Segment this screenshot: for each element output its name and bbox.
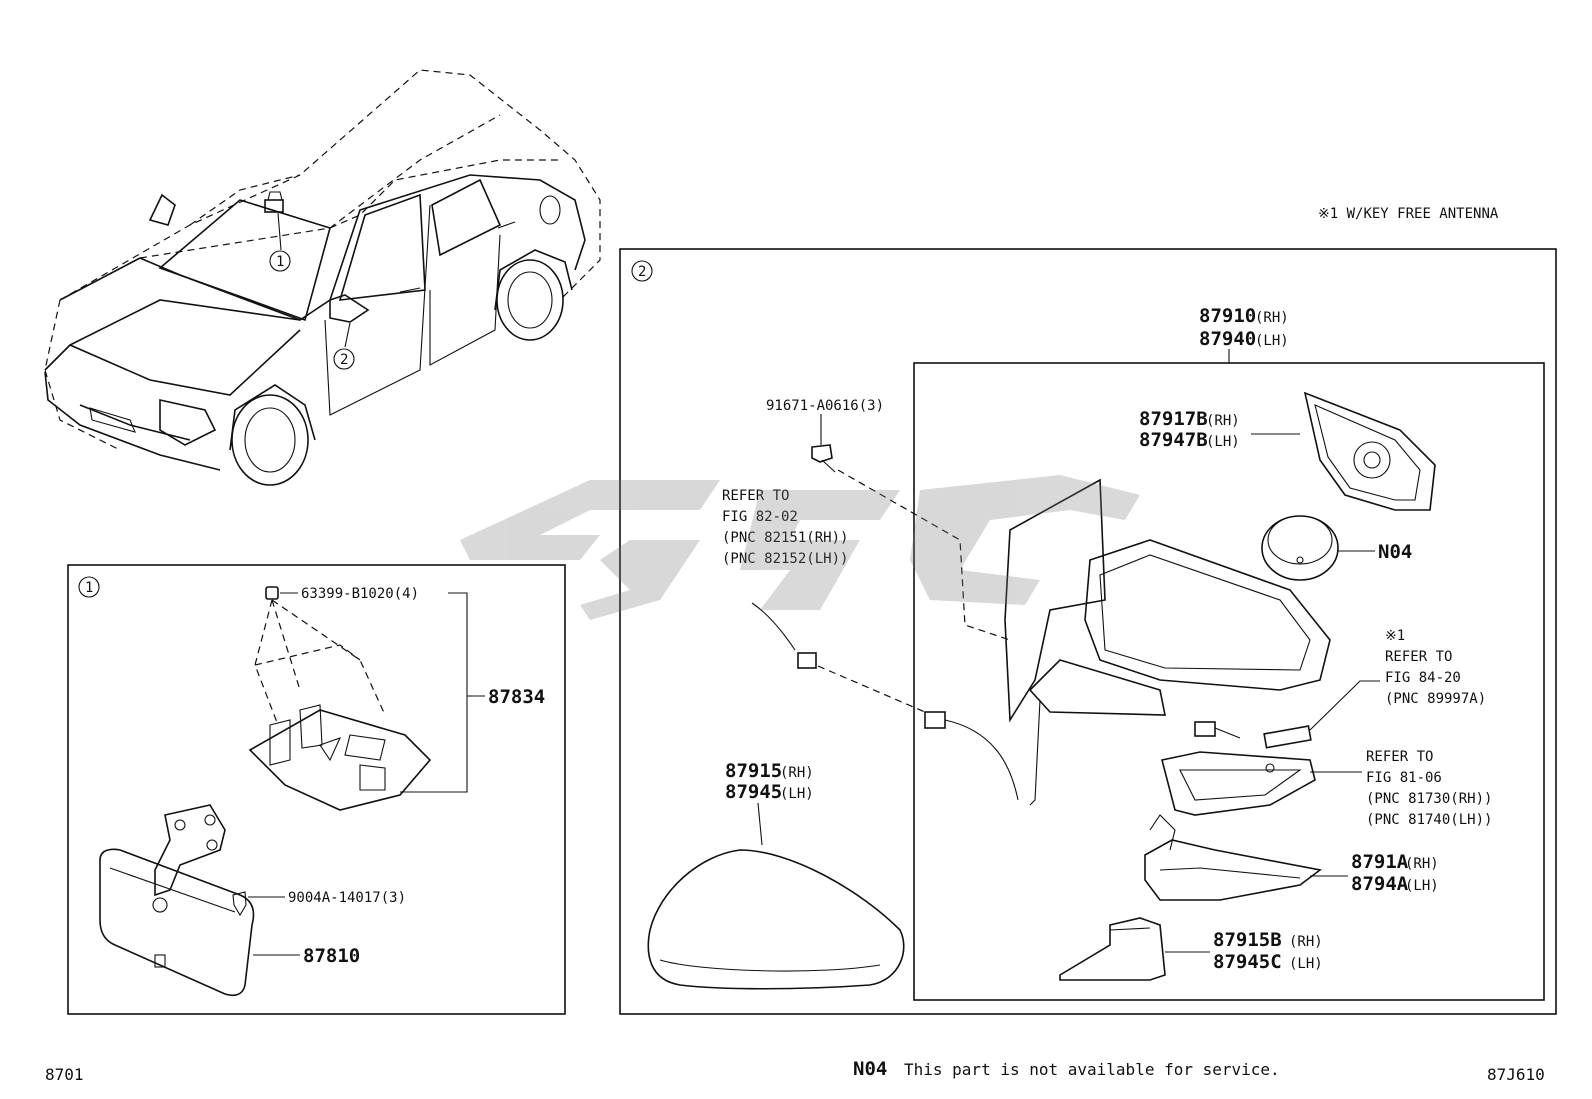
footer-figure-number: 8701 (45, 1065, 84, 1084)
panel-2-frame (619, 248, 1557, 1015)
bolt-part-number: 91671-A0616(3) (766, 398, 884, 414)
refer-wire-line1: REFER TO (722, 488, 789, 504)
lower-cover-rh-number: 8791A (1351, 851, 1409, 873)
footer-code: N04 (853, 1058, 887, 1080)
inner-mirror-part (99, 804, 255, 997)
assembly-lh-side: (LH) (1255, 333, 1289, 349)
cover-rh-side: (RH) (780, 765, 814, 781)
clip-part (265, 586, 279, 600)
antenna-cover-part (248, 704, 432, 811)
mirror-motor-part (1261, 515, 1339, 581)
mirror-screw-part (232, 891, 247, 917)
cover-rh-number: 87915 (725, 760, 782, 782)
footer-diagram-id: 87J610 (1487, 1065, 1545, 1084)
bolt-part (811, 444, 836, 473)
watermark-logo (460, 475, 1140, 620)
svg-text:2: 2 (340, 352, 348, 368)
cover-lh-side: (LH) (780, 786, 814, 802)
callout-1-marker: 1 (269, 250, 291, 272)
clip-part-number: 63399-B1020(4) (301, 586, 419, 602)
base-rh-number: 87915B (1213, 929, 1282, 951)
antenna-ref-line1: REFER TO (1385, 649, 1452, 665)
key-free-antenna-part (1194, 721, 1312, 749)
mirror-body-part (1004, 478, 1331, 806)
vehicle-illustration (44, 69, 601, 486)
base-rh-side: (RH) (1289, 934, 1323, 950)
footer-service-note: This part is not available for service. (904, 1060, 1280, 1079)
lower-cover-rh-side: (RH) (1405, 856, 1439, 872)
refer-wire-line3: (PNC 82151(RH)) (722, 530, 848, 546)
refer-wire-line4: (PNC 82152(LH)) (722, 551, 848, 567)
outer-mirror-cover-part (647, 849, 905, 990)
svg-text:1: 1 (276, 254, 284, 270)
screw-part-number: 9004A-14017(3) (288, 890, 406, 906)
antenna-ref-mark: ※1 (1385, 628, 1405, 644)
callout-2-marker: 2 (333, 348, 355, 370)
antenna-ref-line2: FIG 84-20 (1385, 670, 1461, 686)
turn-signal-part (1161, 751, 1316, 816)
lower-cover-part (1144, 814, 1322, 901)
base-lh-side: (LH) (1289, 956, 1323, 972)
harness-connector (797, 652, 817, 669)
cover-lh-number: 87945 (725, 781, 782, 803)
turn-ref-line3: (PNC 81730(RH)) (1366, 791, 1492, 807)
assembly-rh-side: (RH) (1255, 310, 1289, 326)
mirror-base-part (1059, 917, 1166, 981)
mirror-glass-part (1303, 391, 1436, 511)
key-free-antenna-note: ※1 W/KEY FREE ANTENNA (1318, 206, 1499, 222)
glass-lh-number: 87947B (1139, 429, 1208, 451)
antenna-ref-line3: (PNC 89997A) (1385, 691, 1486, 707)
inner-mirror-part-number: 87810 (303, 945, 360, 967)
refer-wire-line2: FIG 82-02 (722, 509, 798, 525)
svg-text:1: 1 (85, 580, 93, 596)
glass-lh-side: (LH) (1206, 434, 1240, 450)
panel-2-label: 2 (631, 260, 653, 282)
panel-1-label: 1 (78, 576, 100, 598)
motor-part-code: N04 (1378, 541, 1412, 563)
glass-rh-number: 87917B (1139, 408, 1208, 430)
turn-ref-line4: (PNC 81740(LH)) (1366, 812, 1492, 828)
turn-ref-line2: FIG 81-06 (1366, 770, 1442, 786)
mirror-connector (924, 711, 946, 729)
assembly-rh-number: 87910 (1199, 305, 1256, 327)
glass-rh-side: (RH) (1206, 413, 1240, 429)
turn-ref-line1: REFER TO (1366, 749, 1433, 765)
mirror-cover-part-number: 87834 (488, 686, 545, 708)
panel-1-frame (67, 564, 566, 1015)
lower-cover-lh-number: 8794A (1351, 873, 1409, 895)
base-lh-number: 87945C (1213, 951, 1282, 973)
svg-text:2: 2 (638, 264, 646, 280)
assembly-lh-number: 87940 (1199, 328, 1256, 350)
lower-cover-lh-side: (LH) (1405, 878, 1439, 894)
